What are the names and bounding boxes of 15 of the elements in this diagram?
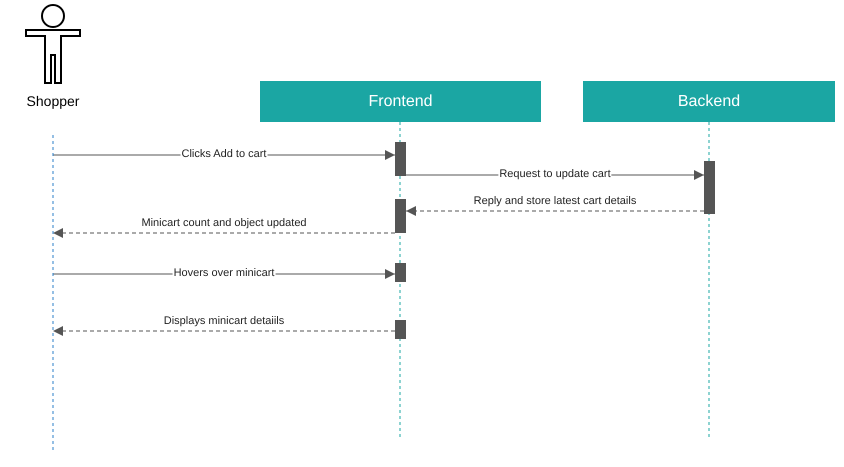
arrow bbox=[406, 206, 704, 216]
participant-box: Backend bbox=[583, 81, 835, 122]
activation-bar bbox=[395, 142, 406, 176]
arrow bbox=[52, 228, 396, 238]
edge-label: Minicart count and object updated bbox=[140, 217, 308, 230]
activation-bar bbox=[704, 161, 715, 214]
participant-box: Frontend bbox=[260, 81, 541, 122]
activation-bar bbox=[395, 199, 406, 233]
edge-label: Reply and store latest cart details bbox=[472, 195, 638, 208]
arrow bbox=[52, 326, 396, 336]
actor-name: Shopper bbox=[26, 93, 80, 109]
edge-label: Displays minicart detaiils bbox=[162, 315, 286, 328]
activation-bar bbox=[395, 320, 406, 339]
edge-label: Request to update cart bbox=[498, 168, 612, 181]
activation-bar bbox=[395, 263, 406, 282]
